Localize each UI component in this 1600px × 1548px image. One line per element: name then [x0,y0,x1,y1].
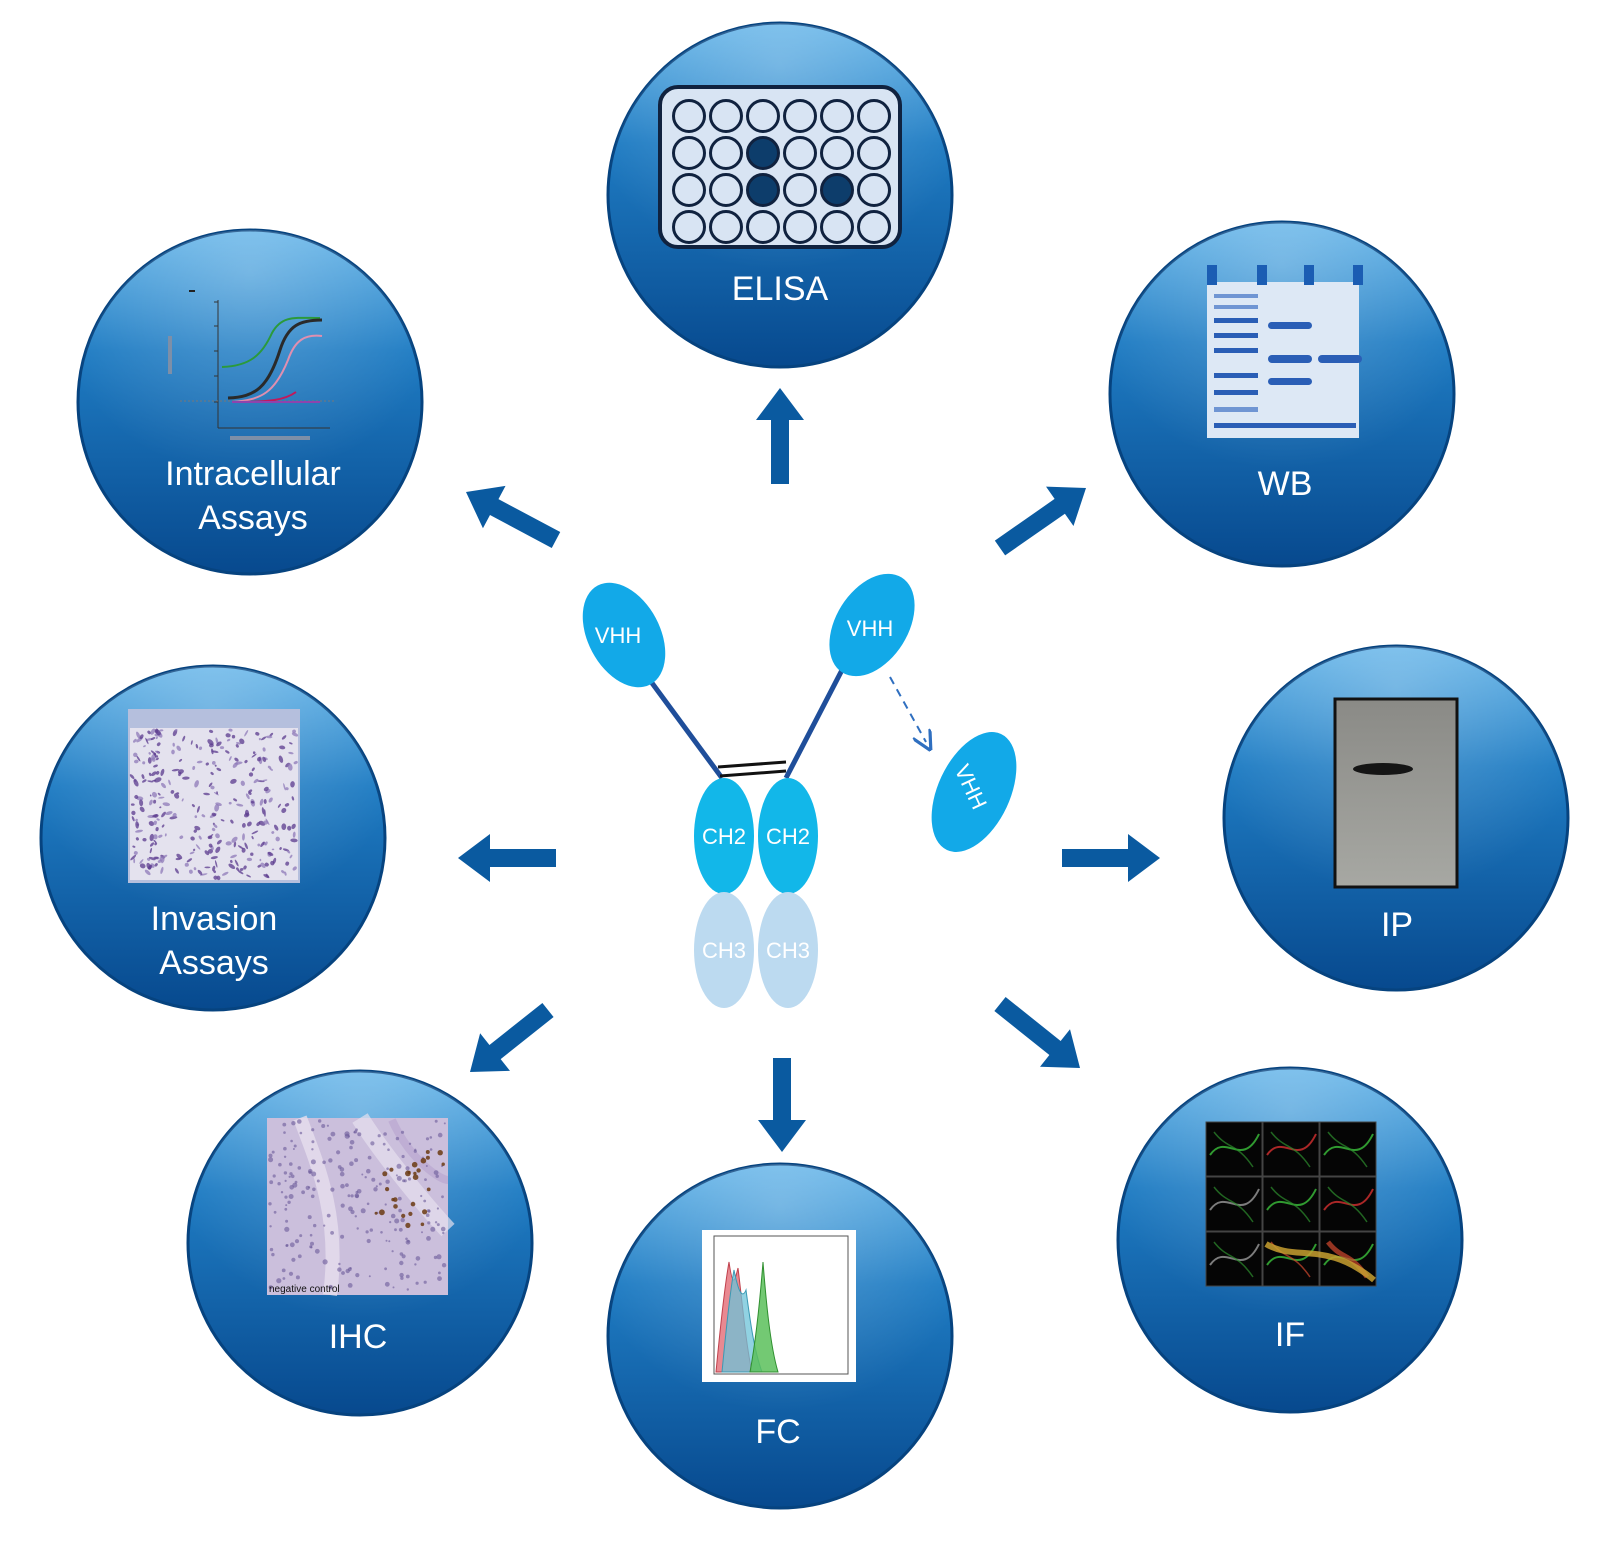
elisa-well [672,136,706,170]
ihc-node: negative control IHC [186,1069,534,1417]
elisa-well [857,210,891,244]
wb-label: WB [1258,465,1313,503]
invasion-label-line1: Invasion [151,900,278,938]
hinge-disulfide-top [717,760,787,769]
elisa-well [746,173,780,207]
elisa-well [857,136,891,170]
ch3-left-label: CH3 [702,938,746,963]
elisa-well [783,99,817,133]
ihc-caption: negative control [269,1284,340,1295]
arrow-to-if [994,996,1080,1068]
elisa-well [672,210,706,244]
elisa-well [709,136,743,170]
hinge-disulfide-bottom [719,769,787,778]
elisa-well [820,173,854,207]
flow-cytometry-histogram [702,1230,856,1382]
elisa-well [857,173,891,207]
ch3-left-domain [694,892,754,1008]
fc-node: FC [606,1162,954,1510]
ch3-right-domain [758,892,818,1008]
elisa-well [820,99,854,133]
intracellular-label-line1: Intracellular [165,455,341,493]
elisa-plate-icon [658,85,902,249]
intracellular-node: Intracellular Assays [76,228,424,576]
arrow-to-ip [1062,834,1160,882]
vhh-left-domain [582,582,666,688]
arrow-to-fc [758,1058,806,1152]
ch2-left-label: CH2 [702,824,746,849]
elisa-node: ELISA [606,21,954,369]
nanobody-antibody-schematic: VHH VHH VHH CH2 CH2 CH3 CH3 [582,573,1017,1008]
vhh-release-arrow [889,676,926,742]
ip-node: IP [1222,644,1570,992]
dose-response-curve-icon [168,290,335,440]
right-linker [783,668,845,780]
ihc-tissue-image: negative control [267,1113,455,1296]
elisa-well [783,136,817,170]
if-node: IF [1116,1066,1464,1414]
ip-blot-image [1333,697,1459,889]
elisa-well [709,210,743,244]
invasion-node: Invasion Assays [39,664,387,1012]
ch2-left-domain [694,778,754,894]
vhh-left-label: VHH [595,623,641,648]
vhh-right-label: VHH [847,616,893,641]
elisa-well [820,136,854,170]
fc-label: FC [755,1413,800,1451]
intracellular-label-line2: Assays [198,499,308,537]
wb-node: WB [1108,220,1456,568]
ch2-right-domain [758,778,818,894]
elisa-well [857,99,891,133]
ihc-label: IHC [329,1318,388,1356]
elisa-label: ELISA [732,270,829,308]
arrow-to-elisa [756,388,804,484]
elisa-well [746,210,780,244]
western-blot-icon [1207,265,1363,438]
arrow-to-wb [994,486,1086,556]
elisa-well [746,136,780,170]
arrow-to-ihc [470,1002,554,1072]
elisa-well [746,99,780,133]
elisa-well [672,99,706,133]
vhh-free-domain [931,732,1017,852]
elisa-well [820,210,854,244]
arrow-to-intracellular [466,485,561,548]
arrow-to-invasion [458,834,556,882]
ch3-right-label: CH3 [766,938,810,963]
elisa-well [709,173,743,207]
elisa-well [672,173,706,207]
ch2-right-label: CH2 [766,824,810,849]
vhh-right-domain [829,573,915,677]
ip-label: IP [1381,906,1413,944]
invasion-assay-image [128,709,300,883]
elisa-well [783,210,817,244]
invasion-label-line2: Assays [159,944,269,982]
elisa-well [783,173,817,207]
arrows-group [458,388,1160,1152]
immunofluorescence-image [1205,1121,1377,1287]
if-label: IF [1275,1316,1305,1354]
elisa-well [709,99,743,133]
